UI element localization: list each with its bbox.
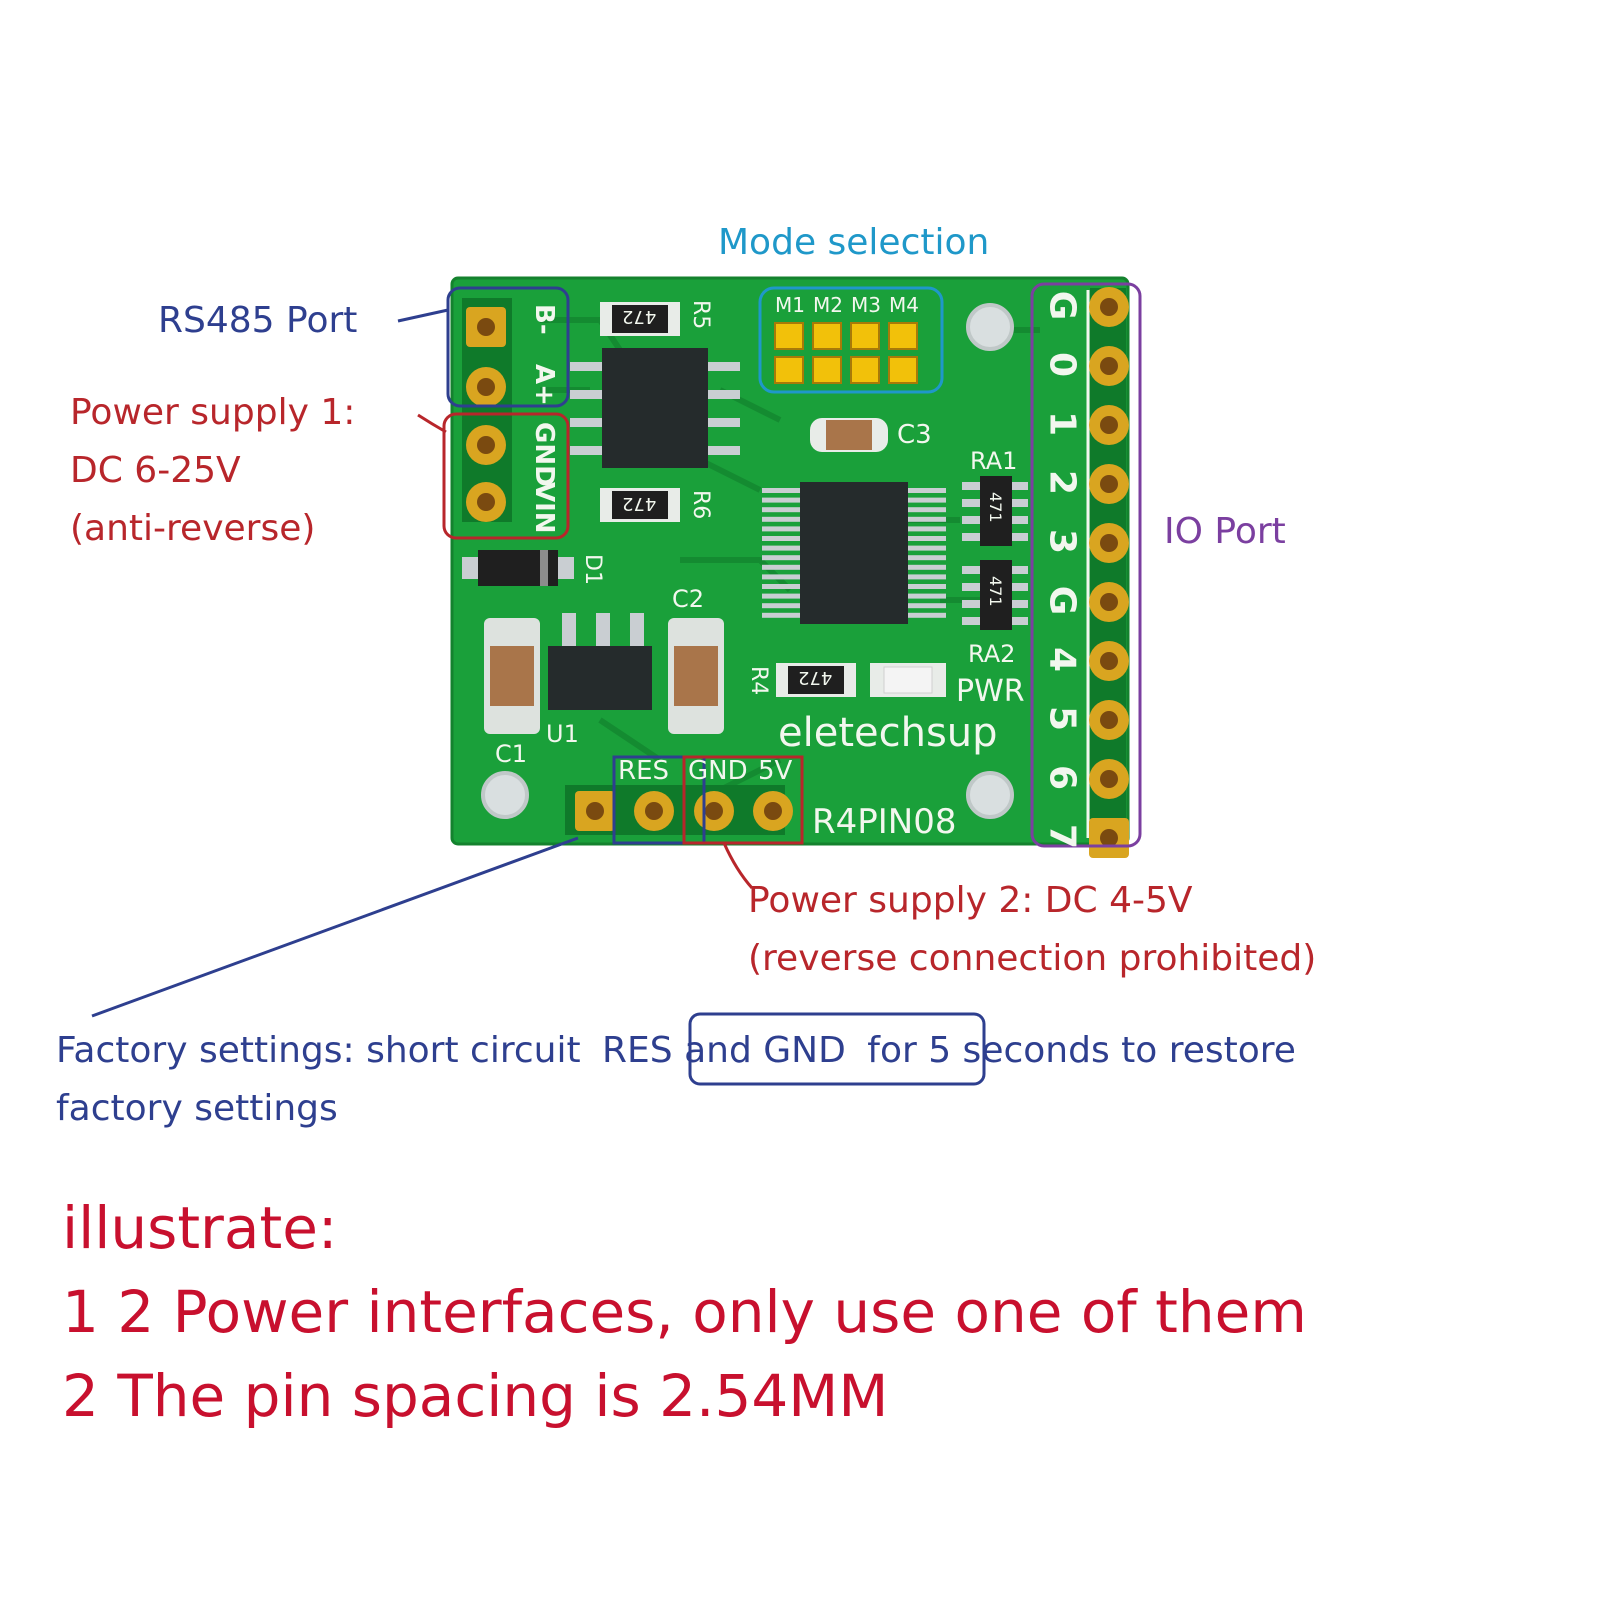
power-supply-2-leader-line (722, 842, 754, 889)
silk-d1: D1 (580, 554, 605, 585)
silk-c3: C3 (897, 420, 932, 450)
silk-ra1: RA1 (970, 447, 1018, 475)
pin-label-b-minus: B- (529, 304, 559, 335)
power-supply-1-box (442, 412, 570, 540)
bottom-header-pads (565, 785, 793, 835)
mode-selection-box (758, 286, 944, 394)
bottom-pin-res: RES (618, 756, 669, 786)
factory-leader-line (91, 836, 579, 1018)
io-header-pads (1086, 287, 1129, 858)
bottom-pin-5v: 5V (758, 756, 793, 786)
res-pin-box (612, 755, 706, 845)
io-pin-label: 4 (1041, 646, 1083, 673)
power-supply-1-title: Power supply 1: (70, 392, 356, 433)
array-code-ra1: 471 (986, 492, 1005, 523)
resistor-code-r4: 472 (798, 667, 833, 688)
resistor-r4 (776, 663, 856, 697)
factory-settings-line2: factory settings (56, 1088, 338, 1129)
mounting-holes (481, 303, 1014, 819)
power-supply-1-voltage: DC 6-25V (70, 450, 241, 491)
resistor-r6 (600, 488, 680, 522)
rs485-port-label: RS485 Port (158, 300, 358, 341)
capacitor-c2 (668, 618, 724, 734)
power-supply-2-box (682, 755, 804, 845)
model-silkscreen: R4PIN08 (812, 802, 957, 842)
silk-r6: R6 (688, 490, 713, 520)
silk-r5: R5 (688, 300, 713, 330)
io-pin-label: G (1041, 585, 1083, 616)
main-ic (762, 482, 946, 624)
power-supply-1-leader-line (417, 413, 447, 434)
silk-ra2: RA2 (968, 640, 1016, 668)
io-pin-label: 7 (1041, 823, 1083, 850)
silk-c1: C1 (495, 740, 528, 768)
io-port-box (1030, 282, 1142, 848)
resistor-code-r5: 472 (622, 306, 657, 327)
power-supply-1-note: (anti-reverse) (70, 508, 316, 549)
factory-settings-before: Factory settings: short circuit (56, 1030, 581, 1071)
rs485-port-box (446, 286, 570, 408)
mode-pin-m4: M4 (889, 293, 919, 317)
resistor-array-ra2 (962, 560, 1028, 630)
mode-selection-pads (774, 322, 918, 384)
array-code-ra2: 471 (986, 576, 1005, 607)
regulator-u1 (548, 613, 652, 710)
io-pin-label: G (1041, 290, 1083, 321)
silk-u1: U1 (546, 720, 579, 748)
resistor-r5 (600, 302, 680, 336)
pwr-led (870, 663, 946, 697)
left-header-pads (462, 298, 512, 522)
resistor-code-r6: 472 (622, 493, 657, 514)
io-pin-label: 0 (1041, 351, 1083, 378)
rs485-transceiver-chip (570, 348, 740, 468)
mode-pin-m1: M1 (775, 293, 805, 317)
io-pin-label: 2 (1041, 469, 1083, 496)
factory-settings-text: Factory settings: short circuit RES and … (56, 1022, 1296, 1080)
pin-label-a-plus: A+ (529, 364, 559, 406)
notes-item-2: 2 The pin spacing is 2.54MM (62, 1362, 889, 1430)
capacitor-c1 (484, 618, 540, 734)
power-supply-2-title: Power supply 2: DC 4-5V (748, 880, 1193, 921)
power-supply-2-note: (reverse connection prohibited) (748, 938, 1317, 979)
io-pin-label: 5 (1041, 705, 1083, 732)
bottom-pin-gnd: GND (688, 756, 748, 786)
io-pin-label: 6 (1041, 764, 1083, 791)
brand-silkscreen: eletechsup (778, 710, 998, 756)
mode-pin-m2: M2 (813, 293, 843, 317)
res-and-gnd-box (688, 1012, 986, 1086)
capacitor-c3 (810, 418, 888, 452)
diode-d1 (462, 550, 574, 586)
mode-pin-m3: M3 (851, 293, 881, 317)
factory-settings-highlight: RES and GND (602, 1030, 846, 1071)
io-pin-label: 1 (1041, 410, 1083, 437)
silk-pwr: PWR (956, 674, 1025, 709)
notes-heading: illustrate: (62, 1194, 338, 1262)
rs485-leader-line (397, 308, 449, 323)
io-port-label: IO Port (1164, 511, 1286, 552)
silk-c2: C2 (672, 585, 705, 613)
factory-settings-after: for 5 seconds to restore (867, 1030, 1296, 1071)
pin-label-gnd: GND (529, 422, 559, 487)
resistor-array-ra1 (962, 476, 1028, 546)
pin-label-vin: VIN (529, 482, 559, 534)
mode-selection-label: Mode selection (718, 222, 990, 263)
io-pin-label: 3 (1041, 528, 1083, 555)
notes-item-1: 1 2 Power interfaces, only use one of th… (62, 1278, 1307, 1346)
silk-r4: R4 (746, 666, 771, 696)
